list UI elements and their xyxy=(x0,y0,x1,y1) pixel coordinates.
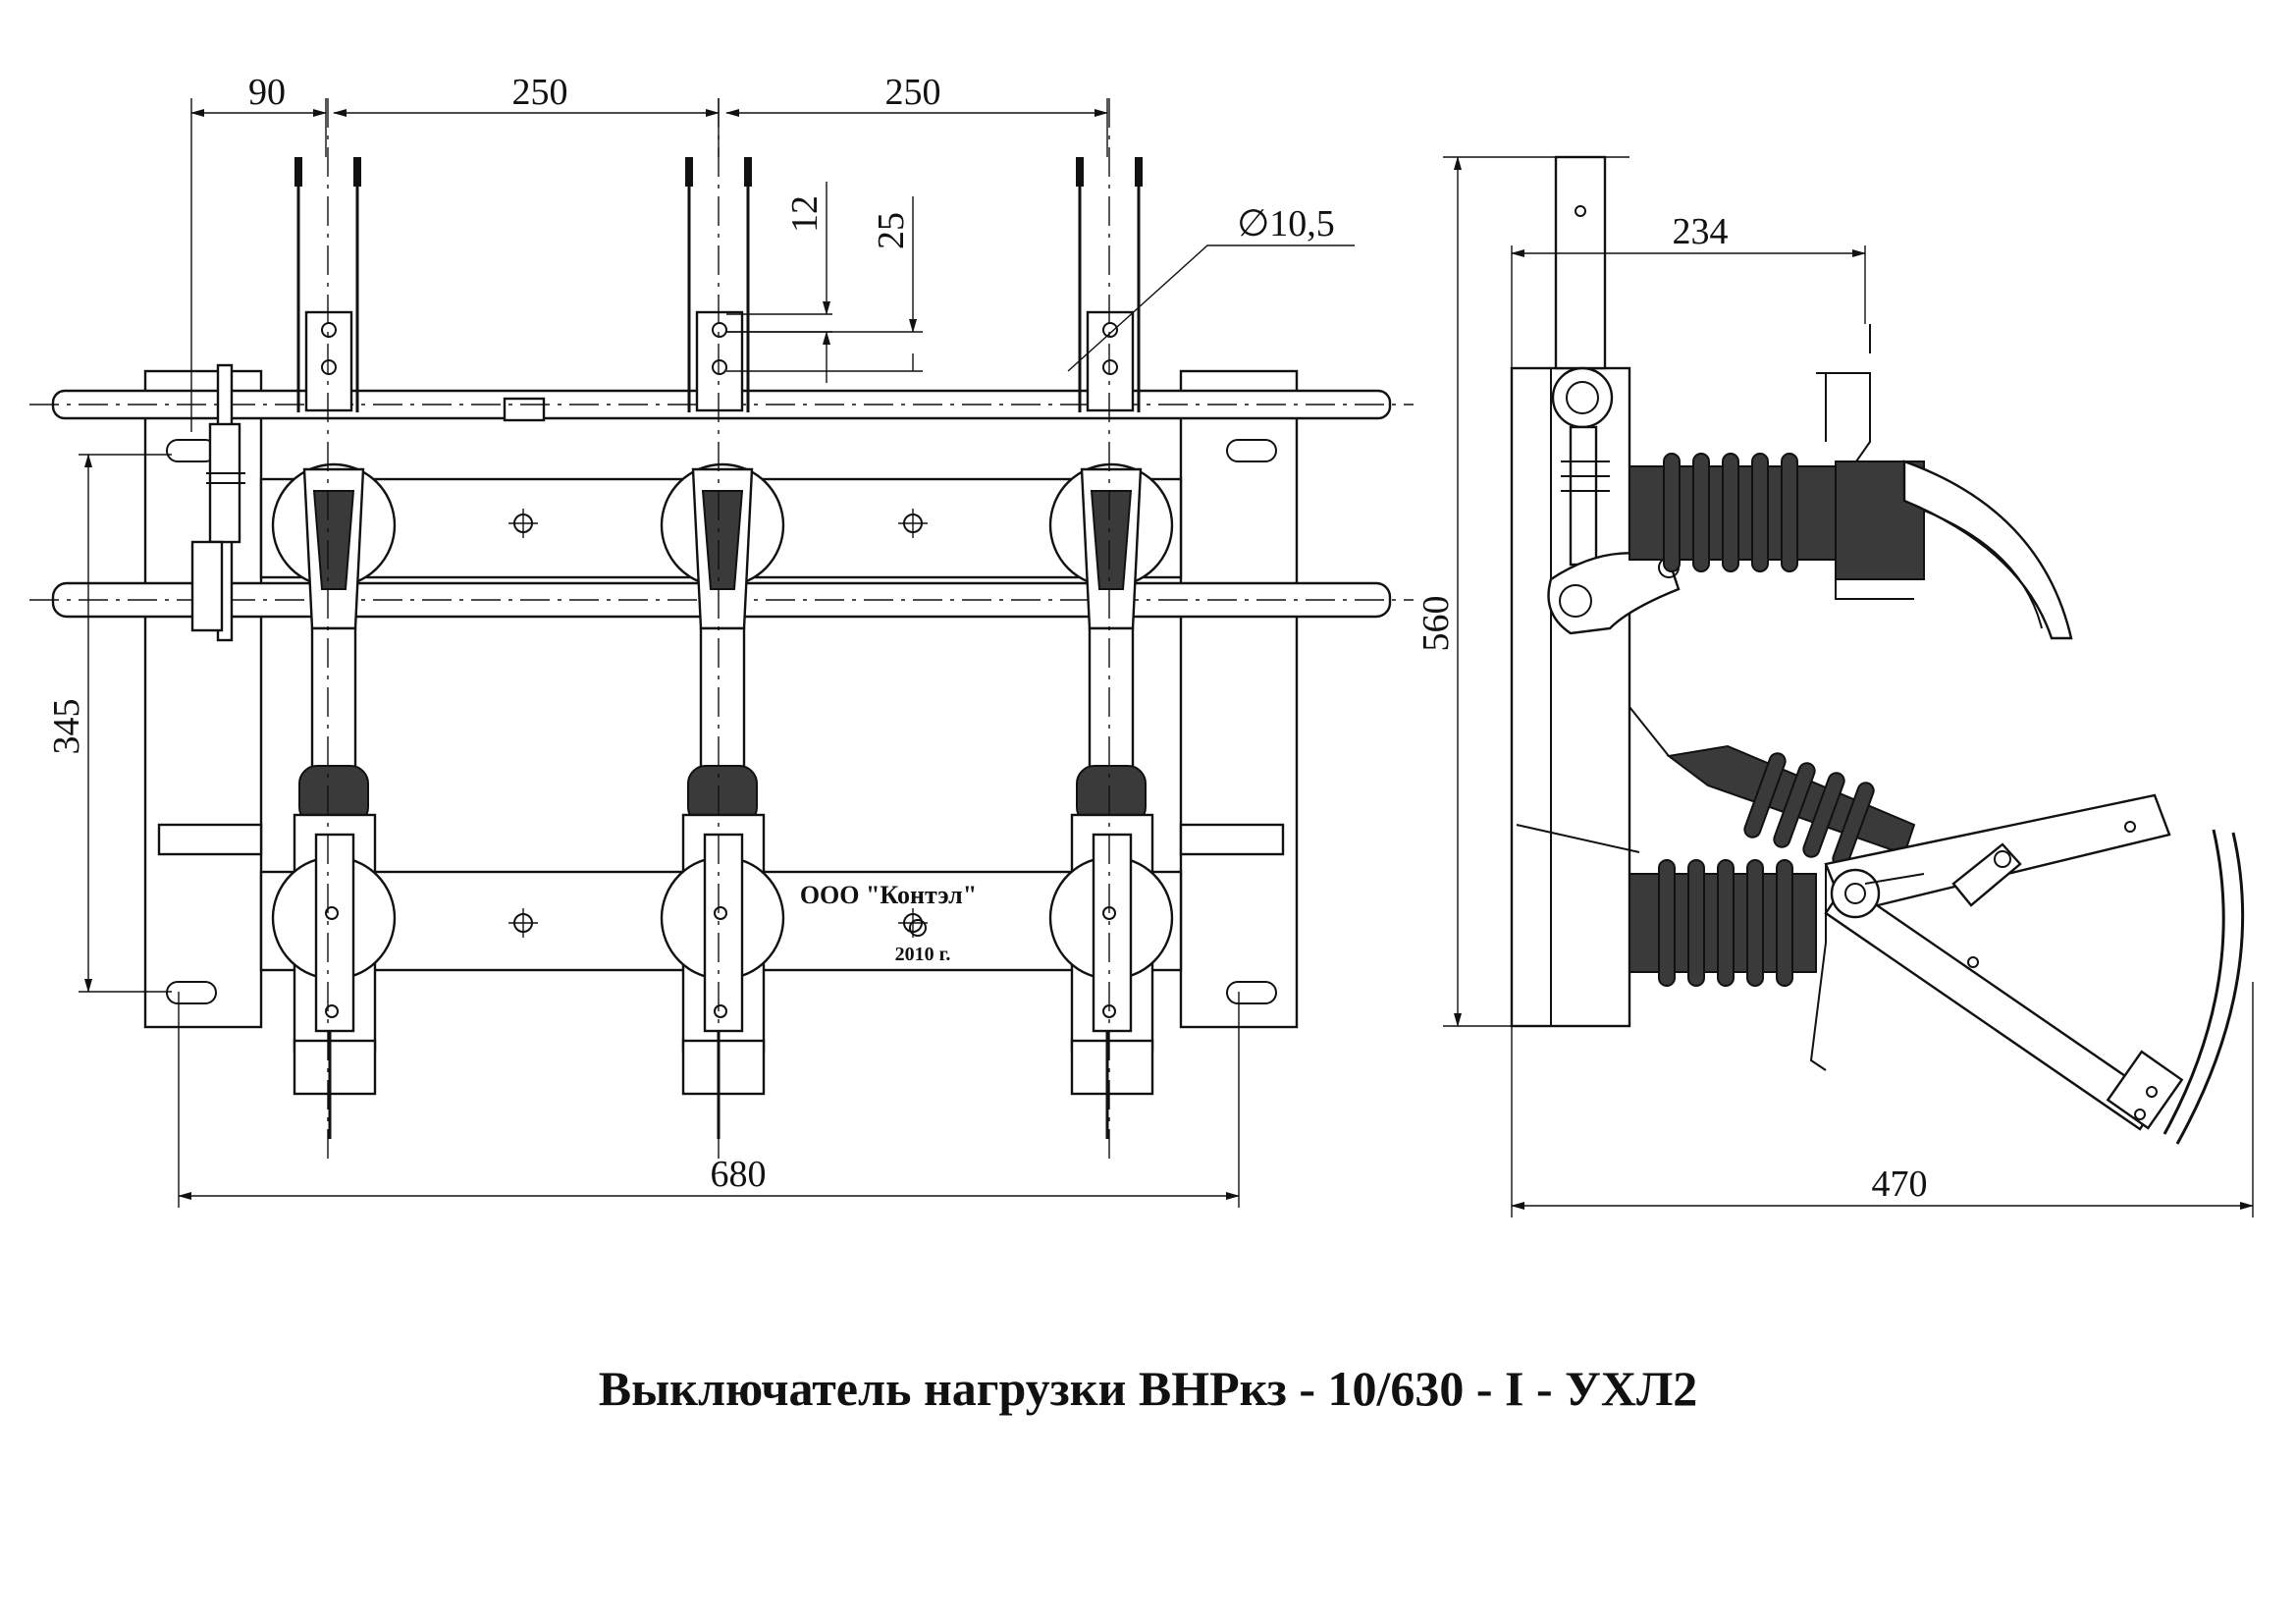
nameplate-hole xyxy=(909,919,927,937)
dim-overall-height: 560 xyxy=(1415,596,1457,652)
upper-insulator xyxy=(1629,453,1837,572)
left-bracket xyxy=(157,823,263,856)
side-dimensions: 234 560 470 xyxy=(1415,156,2254,1218)
front-view: ООО "Контэл" 2010 г. xyxy=(29,98,1414,1159)
dim-depth-top: 234 xyxy=(1673,211,1729,252)
dim-left-offset: 90 xyxy=(248,72,286,113)
dim-hole-diameter: ∅10,5 xyxy=(1237,203,1335,244)
shaft-clamp xyxy=(503,397,546,422)
switching-blade xyxy=(1809,793,2184,1131)
dim-mounting-height: 345 xyxy=(46,699,87,755)
dim-overall-width: 680 xyxy=(711,1154,767,1195)
right-bracket xyxy=(1179,823,1285,856)
top-post xyxy=(1554,155,1607,370)
pole-1 xyxy=(271,157,397,1139)
year-label: 2010 г. xyxy=(895,944,951,965)
left-mounting-plate xyxy=(143,369,263,1029)
pole-2 xyxy=(660,157,785,1139)
upper-pivot xyxy=(1551,366,1614,429)
drawing-title: Выключатель нагрузки ВНРкз - 10/630 - I … xyxy=(598,1361,1698,1416)
right-mounting-plate xyxy=(1179,369,1299,1029)
front-dimensions: 90 250 250 12 25 ∅10,5 345 680 xyxy=(46,72,1355,1208)
slot-holes xyxy=(166,439,1277,1004)
arc-sector xyxy=(2163,829,2225,1135)
arc-chute xyxy=(1902,460,2073,640)
cam-lever xyxy=(1547,552,1681,635)
pole-3 xyxy=(1048,157,1174,1139)
lower-insulator xyxy=(1629,859,1817,987)
dim-hole-offset-25: 25 xyxy=(871,212,912,249)
dim-pole-spacing-2: 250 xyxy=(885,72,941,113)
dim-pole-spacing-1: 250 xyxy=(512,72,568,113)
dim-overall-depth: 470 xyxy=(1872,1164,1928,1205)
dim-hole-offset-12: 12 xyxy=(784,195,826,233)
middle-insulator xyxy=(1629,706,1916,868)
side-view xyxy=(1510,155,2245,1145)
manufacturer-label: ООО "Контэл" xyxy=(800,881,977,909)
drive-rod xyxy=(190,363,245,642)
